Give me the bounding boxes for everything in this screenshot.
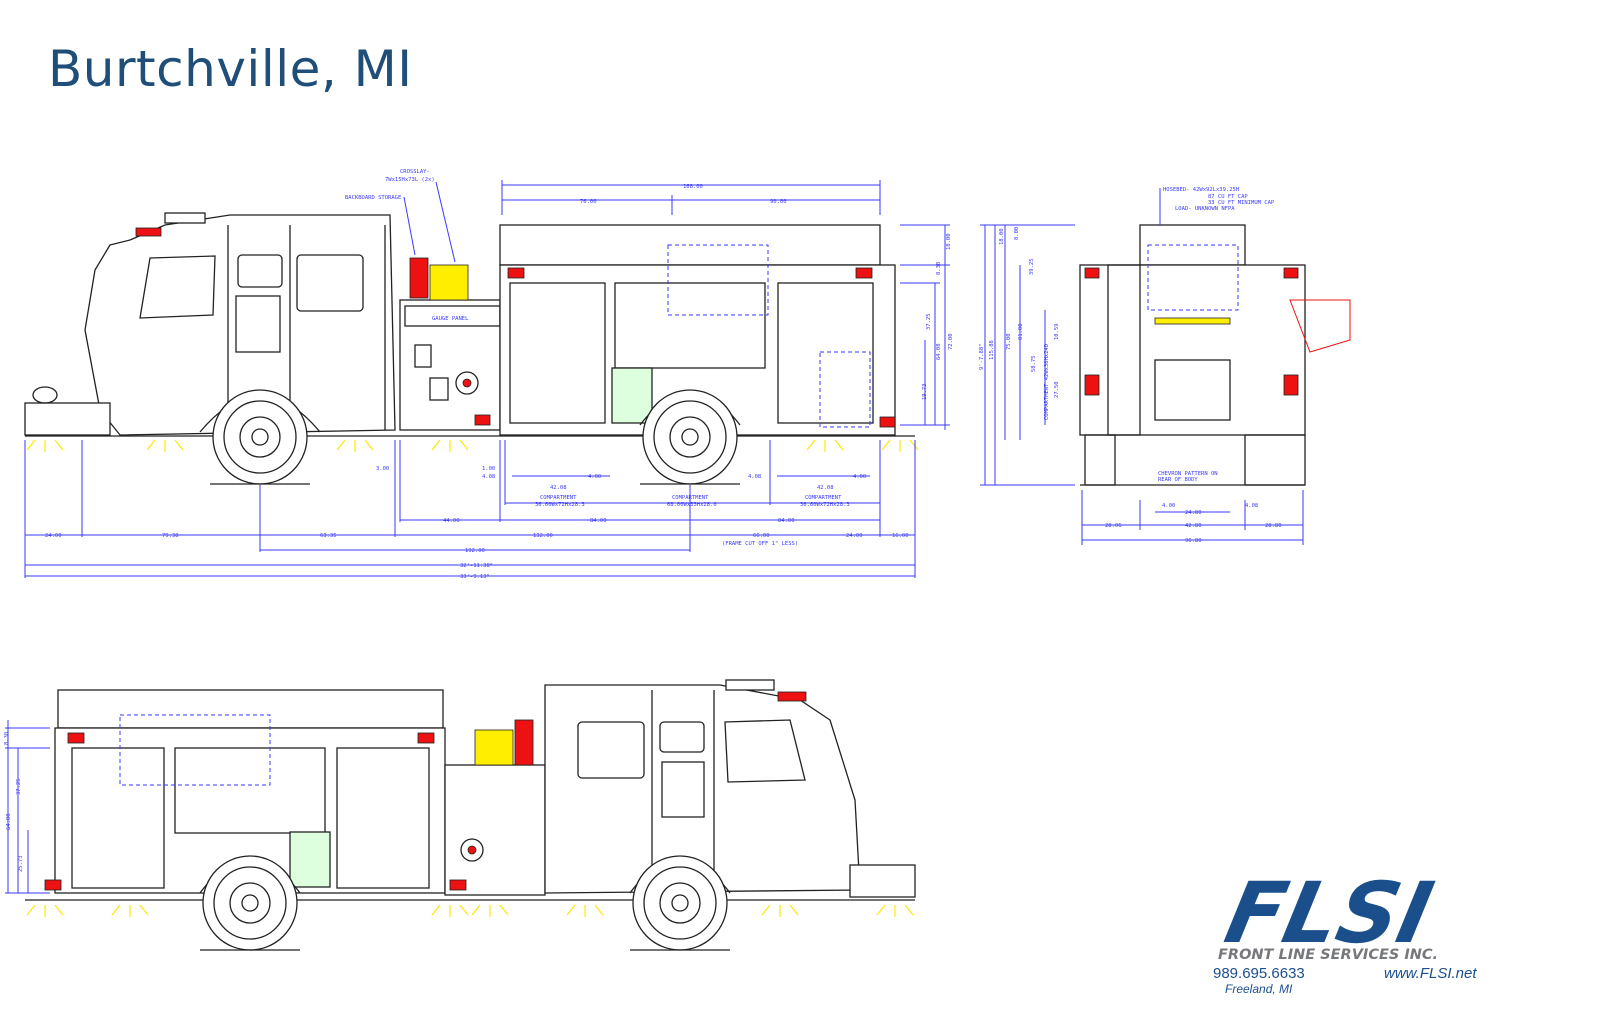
dim-label: 75.00 [1006,333,1012,350]
wheelbase-dim: 192.00 [465,548,485,554]
dim-label: 4.08 [482,474,495,480]
dim-label: 28.06 [1105,523,1122,529]
compartment-label: COMPARTMENT [672,495,709,501]
dim-label: 39.25 [1029,258,1035,275]
dim-label: 10.59 [1054,323,1060,340]
logo-website[interactable]: www.FLSI.net [1384,965,1477,982]
overall-length-dim: 33'-9.13" [460,574,490,580]
logo-location: Freeland, MI [1225,982,1293,996]
dim-label: 1.00 [482,466,495,472]
rear-view: HOSEBED- 42Wx92Lx39.25H 87 CU FT CAP 33 … [979,187,1351,545]
dim-label: 8.00 [1014,227,1020,240]
dim-label: 24.00 [45,533,62,539]
dim-label: 115.88 [989,340,995,360]
dim-label: 63.35 [320,533,337,539]
hosebed-note: LOAD- UNKNOWN NFPA [1175,206,1235,212]
dim-label: 72.00 [948,333,954,350]
hosebed-note: 87 CU FT CAP [1208,194,1248,200]
dim-label: 9'-7.88" [979,344,985,371]
compartment-label: COMPARTMENT [805,495,842,501]
compartment-size: 36.60Wx72Hx28.3 [800,502,850,508]
dim-label: 8.38 [4,732,10,745]
logo-company: FRONT LINE SERVICES INC. [1218,947,1438,963]
side-view-bottom: 8.38 37.25 64.08 25.73 [4,679,916,951]
side-view-top: GAUGE PANEL CROSSLAY- 7Wx15Hx73L (2x) BA… [24,169,954,580]
dim-label: 24.00 [846,533,863,539]
crosslay-size-callout: 7Wx15Hx73L (2x) [385,177,435,183]
dim-label: 64.08 [6,813,12,830]
dim-label: 42.08 [550,485,567,491]
dim-label: 19.73 [922,383,928,400]
chevron-note: REAR OF BODY [1158,477,1198,483]
dim-label: 84.00 [778,518,795,524]
dim-label: 8.38 [936,262,942,275]
gauge-panel-label: GAUGE PANEL [432,316,469,322]
rear-compartment-note: COMPARTMENT 42Wx30Hx24D [1044,344,1050,420]
dim-label: 16.00 [892,533,909,539]
dim-label: 90.00 [770,199,787,205]
dim-label: 3.00 [376,466,389,472]
dim-label: 84.00 [590,518,607,524]
dim-label: 18.00 [999,228,1005,245]
dim-label: 24.80 [1185,510,1202,516]
flsi-logo: FLSI FRONT LINE SERVICES INC. 989.695.66… [1213,865,1477,996]
hosebed-note: 33 CU FT MINIMUM CAP [1208,200,1275,206]
chevron-note: CHEVRON PATTERN ON [1158,471,1218,477]
dim-label: 27.50 [1054,381,1060,398]
dim-label: 44.00 [443,518,460,524]
roll-up-doors-top [509,282,874,424]
dim-label: 66.00 [753,533,770,539]
dim-label: 4.08 [1245,503,1258,509]
dim-label: 132.00 [533,533,553,539]
crosslay-callout: CROSSLAY- [400,169,430,175]
dim-label: 64.08 [936,343,942,360]
dim-label: 37.25 [16,778,22,795]
dim-label: 37.25 [926,313,932,330]
compartment-size: 68.00Wx33Hx28.0 [667,502,717,508]
logo-phone: 989.695.6633 [1213,965,1305,982]
dim-label: 76.00 [580,199,597,205]
hosebed-note: HOSEBED- 42Wx92Lx39.25H [1163,187,1239,193]
dim-label: 168.00 [683,184,703,190]
dim-label: 42.08 [817,485,834,491]
dim-label: 18.00 [946,233,952,250]
logo-brand: FLSI [1217,865,1440,963]
dim-label: 4.08 [748,474,761,480]
dim-label: 4.00 [853,474,866,480]
backboard-callout: BACKBOARD STORAGE [345,195,401,201]
frame-note: (FRAME CUT OFF 1" LESS) [722,541,798,547]
dim-label: 96.80 [1185,538,1202,544]
dim-label: 81.00 [1018,323,1024,340]
overall-length-dim: 32'-11.38" [460,563,493,569]
compartment-label: COMPARTMENT [540,495,577,501]
page-title: Burtchville, MI [48,40,413,98]
dim-label: 58.75 [1031,355,1037,372]
dim-label: 4.00 [588,474,601,480]
dim-label: 25.73 [18,855,24,872]
compartment-size: 36.60Wx72Hx28.3 [535,502,585,508]
dim-label: 4.00 [1162,503,1175,509]
dim-label: 42.80 [1185,523,1202,529]
dim-label: 28.80 [1265,523,1282,529]
dim-label: 79.38 [162,533,179,539]
